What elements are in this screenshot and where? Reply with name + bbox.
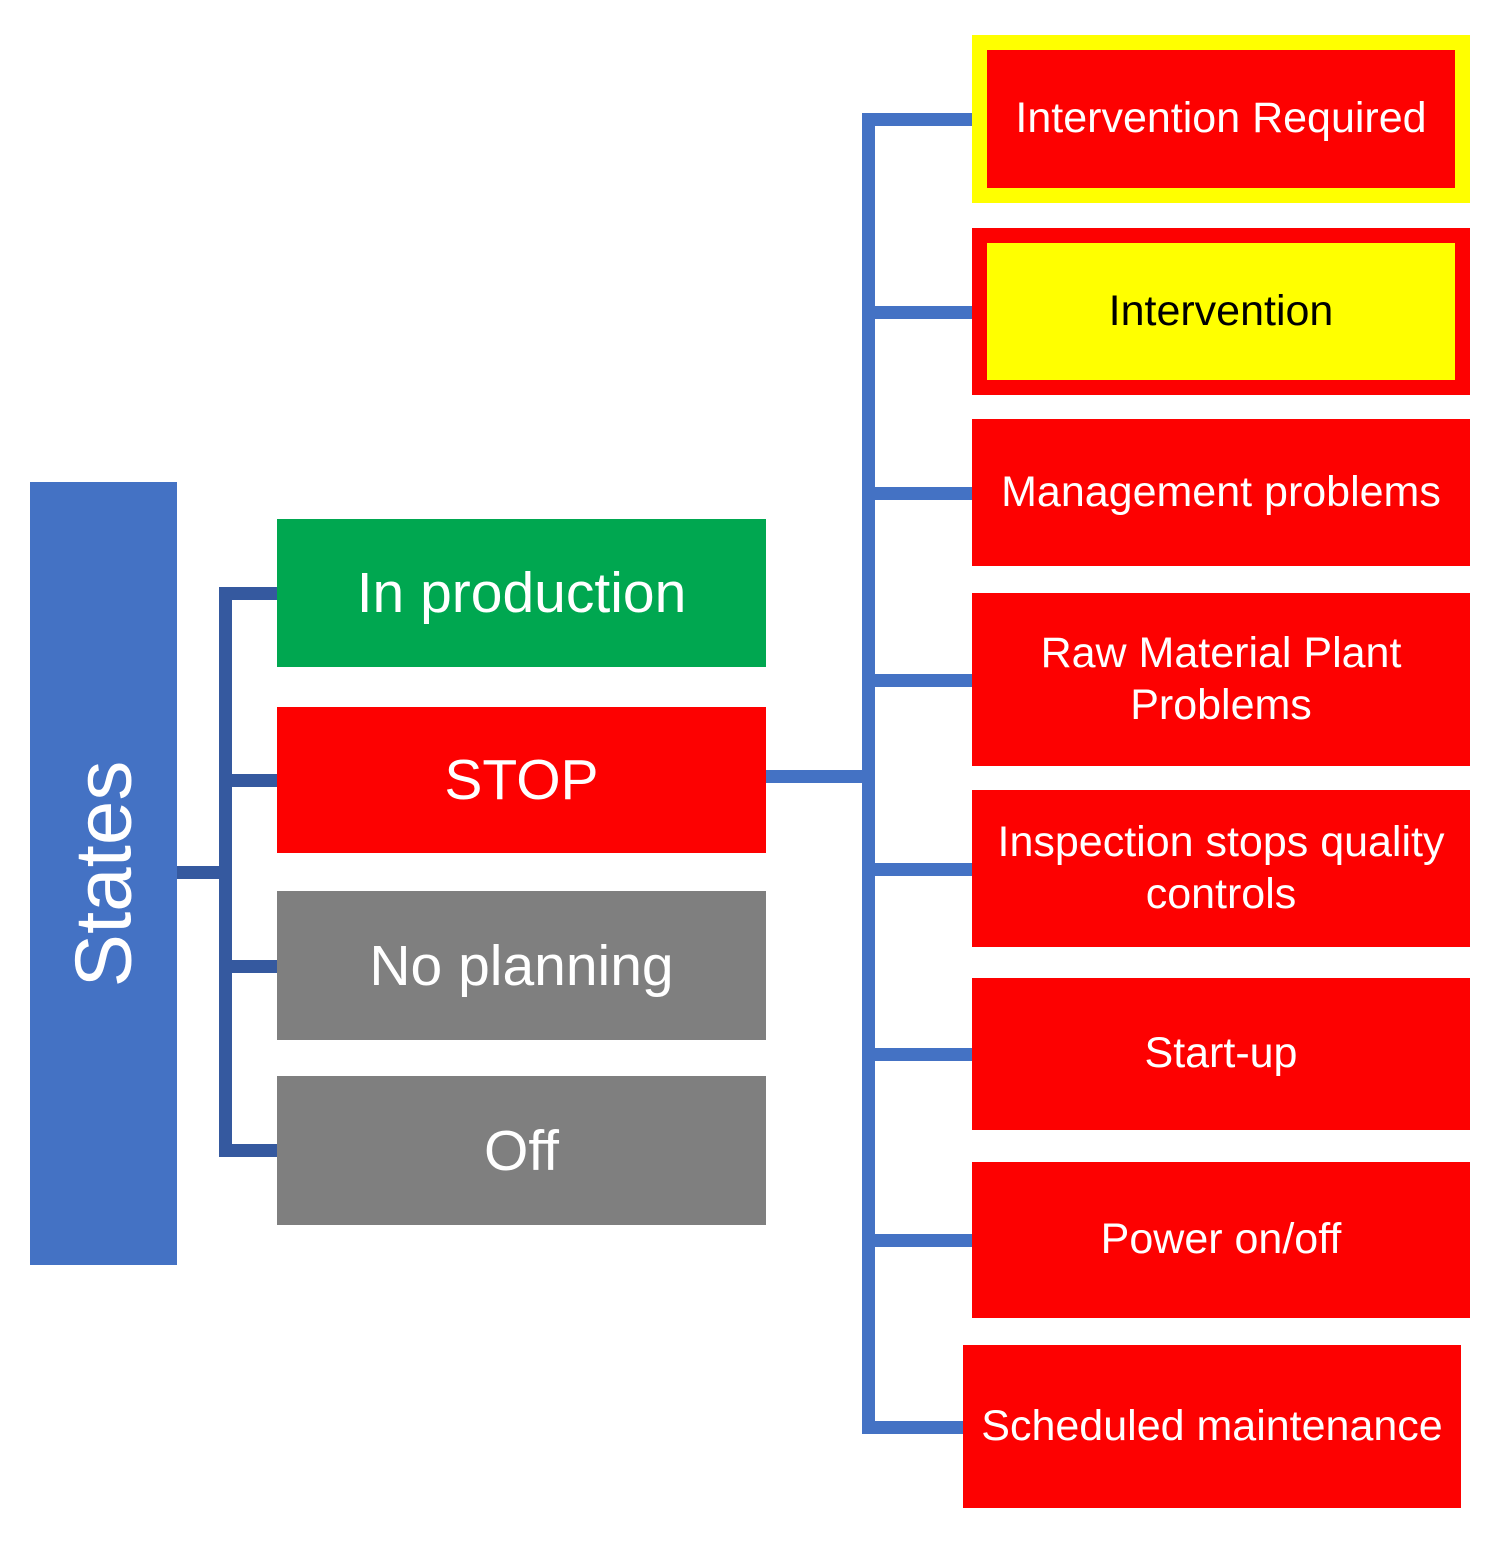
node-off: Off xyxy=(277,1076,766,1225)
connector-off-stub xyxy=(219,1144,277,1157)
connector-right-trunk xyxy=(862,113,875,1434)
node-states-label: States xyxy=(58,760,148,987)
connector-inspection-stub xyxy=(862,863,972,876)
connector-states-stub xyxy=(177,866,232,879)
connector-stop-stub xyxy=(219,774,277,787)
node-states: States xyxy=(30,482,177,1265)
node-intervention-required-inner: Intervention Required xyxy=(987,50,1455,188)
connector-intervention-required-stub xyxy=(862,113,972,126)
connector-stop-branch xyxy=(766,770,875,783)
node-no-planning: No planning xyxy=(277,891,766,1040)
connector-intervention-stub xyxy=(862,306,972,319)
node-raw-material-plant-problems: Raw Material Plant Problems xyxy=(972,593,1470,766)
node-intervention-required: Intervention Required xyxy=(972,35,1470,203)
node-intervention: Intervention xyxy=(972,228,1470,395)
connector-raw-material-stub xyxy=(862,674,972,687)
connector-management-problems-stub xyxy=(862,487,972,500)
node-scheduled-maintenance: Scheduled maintenance xyxy=(963,1345,1461,1508)
connector-in-production-stub xyxy=(219,587,277,600)
node-inspection-stops-quality-controls: Inspection stops quality controls xyxy=(972,790,1470,947)
connector-scheduled-maintenance-stub xyxy=(862,1421,963,1434)
node-stop: STOP xyxy=(277,707,766,853)
node-power-on-off: Power on/off xyxy=(972,1162,1470,1318)
node-in-production: In production xyxy=(277,519,766,667)
connector-left-trunk xyxy=(219,587,232,1157)
connector-start-up-stub xyxy=(862,1048,972,1061)
node-management-problems: Management problems xyxy=(972,419,1470,566)
connector-power-on-off-stub xyxy=(862,1234,972,1247)
node-start-up: Start-up xyxy=(972,978,1470,1130)
connector-no-planning-stub xyxy=(219,960,277,973)
node-intervention-inner: Intervention xyxy=(987,243,1455,380)
